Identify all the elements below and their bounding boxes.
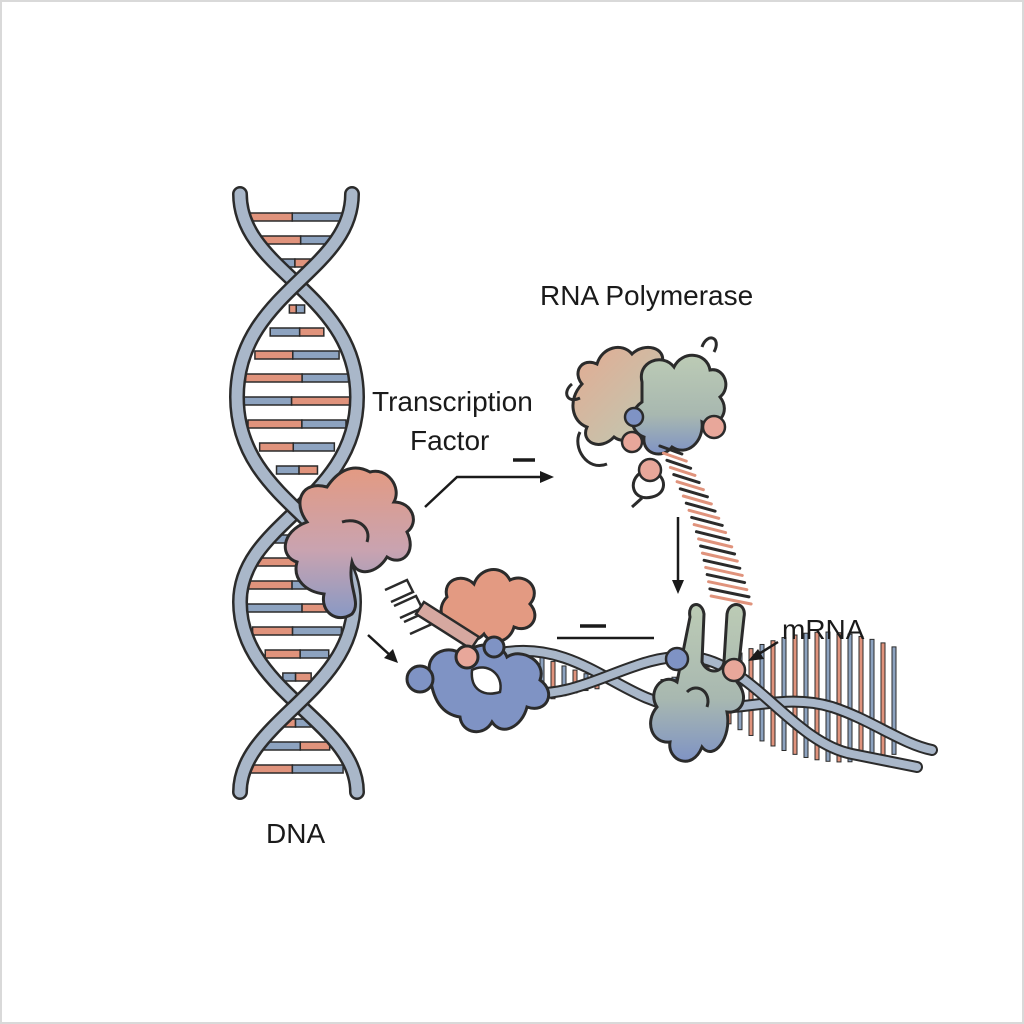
- connector-lines: [367, 458, 779, 663]
- mrna-nucleotide: [668, 465, 697, 477]
- base-pair-half: [294, 672, 312, 682]
- rna-polymerase-protein: [565, 336, 728, 509]
- base-pair: [836, 632, 842, 763]
- rna-polymerase-on-dna: [649, 603, 747, 763]
- base-pair-half: [275, 465, 300, 475]
- mrna-nucleotide: [678, 487, 709, 499]
- mrna-nucleotide: [690, 515, 724, 527]
- mrna-nucleotide: [672, 473, 701, 485]
- base-pair: [803, 632, 809, 758]
- base-pair-half: [245, 603, 303, 613]
- mrna-nucleotide: [709, 594, 753, 606]
- mrna-nucleotide: [704, 565, 744, 577]
- base-pair: [550, 661, 556, 700]
- tf-to-polymerase-arrow: [424, 475, 547, 508]
- base-pair-half: [291, 626, 343, 636]
- mrna-nucleotide: [705, 573, 747, 585]
- base-pair: [869, 638, 875, 760]
- transcription-factor-complex: [405, 568, 551, 733]
- base-pair-half: [248, 212, 294, 222]
- base-pair-half: [298, 465, 319, 475]
- base-pair-half: [242, 396, 293, 406]
- mrna-nucleotide: [694, 530, 731, 542]
- mrna-nucleotide: [699, 544, 737, 556]
- base-pair-half: [254, 350, 294, 360]
- mrna-nucleotide: [675, 480, 705, 492]
- base-pair-half: [251, 626, 294, 636]
- base-pair-half: [298, 327, 325, 337]
- base-pair: [825, 631, 831, 762]
- mrna-nucleotide: [708, 587, 751, 599]
- base-pair-half: [292, 350, 340, 360]
- base-pair-half: [301, 373, 350, 383]
- dna-label: DNA: [266, 818, 325, 849]
- dna-horizontal-helix: [501, 631, 938, 773]
- dna-base-pairs: [242, 212, 352, 774]
- base-pair-half: [269, 327, 301, 337]
- base-pair: [847, 633, 853, 763]
- mrna-nucleotide: [661, 451, 688, 463]
- mrna-nucleotide: [684, 501, 717, 513]
- mrna-nucleotide: [681, 494, 713, 506]
- base-pair-half: [301, 419, 347, 429]
- transcription-factor-protein: [283, 466, 415, 620]
- base-pair-half: [295, 304, 306, 314]
- base-pair-half: [247, 419, 303, 429]
- mrna-strand: [658, 444, 753, 606]
- mrna-nucleotide: [707, 580, 749, 592]
- base-pair-half: [290, 396, 352, 406]
- base-pair-half: [292, 442, 336, 452]
- mrna-nucleotide: [700, 551, 739, 563]
- base-pair-half: [299, 649, 330, 659]
- base-pair: [781, 637, 787, 751]
- base-pair: [891, 646, 897, 755]
- base-pair-half: [291, 764, 344, 774]
- base-pair: [792, 634, 798, 755]
- base-pair: [770, 640, 776, 747]
- base-pair-half: [244, 373, 303, 383]
- base-pair-half: [264, 649, 301, 659]
- mrna-nucleotide: [687, 508, 721, 520]
- rna-polymerase-label: RNA Polymerase: [540, 280, 753, 311]
- mrna-nucleotide: [702, 558, 742, 570]
- release-arrow: [367, 634, 393, 658]
- transcription-factor-label-line2: Factor: [410, 425, 489, 456]
- base-pair: [858, 635, 864, 762]
- mrna-nucleotide: [692, 523, 728, 535]
- base-pair: [880, 642, 886, 758]
- base-pair-half: [299, 741, 331, 751]
- base-pair-half: [250, 764, 294, 774]
- base-pair-half: [258, 442, 295, 452]
- mrna-nucleotide: [658, 444, 684, 456]
- base-pair-half: [246, 580, 293, 590]
- transcription-factor-label-line1: Transcription: [372, 386, 533, 417]
- base-pair: [814, 631, 820, 761]
- mrna-label: mRNA: [782, 614, 865, 645]
- base-pair-half: [288, 304, 297, 314]
- base-pair-half: [291, 212, 346, 222]
- mrna-nucleotide: [665, 458, 693, 470]
- mrna-nucleotide: [697, 537, 734, 549]
